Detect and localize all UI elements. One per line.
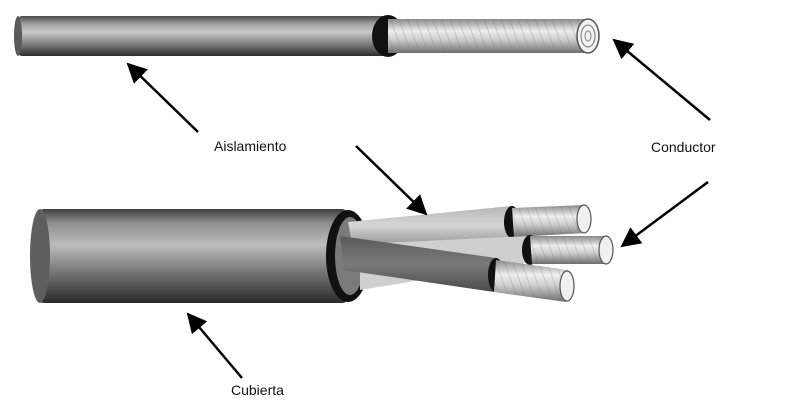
core-upper	[348, 206, 520, 244]
multicore-cable	[30, 204, 614, 303]
arrow-insulation-bottom	[355, 145, 428, 216]
conductor-label: Conductor	[651, 139, 716, 155]
arrow-conductor-top	[612, 38, 711, 121]
sheath-label: Cubierta	[231, 382, 284, 398]
core-lower	[340, 236, 496, 292]
multicore-sheath	[38, 209, 348, 303]
insulation-label: Aislamiento	[214, 138, 287, 154]
single-cable	[14, 15, 600, 57]
single-cable-conductor-face	[576, 18, 600, 54]
arrow-insulation-top	[126, 62, 199, 133]
arrow-conductor-bottom	[620, 180, 709, 248]
arrows	[126, 38, 711, 379]
single-cable-insulation	[18, 16, 388, 56]
arrow-sheath	[186, 312, 243, 379]
